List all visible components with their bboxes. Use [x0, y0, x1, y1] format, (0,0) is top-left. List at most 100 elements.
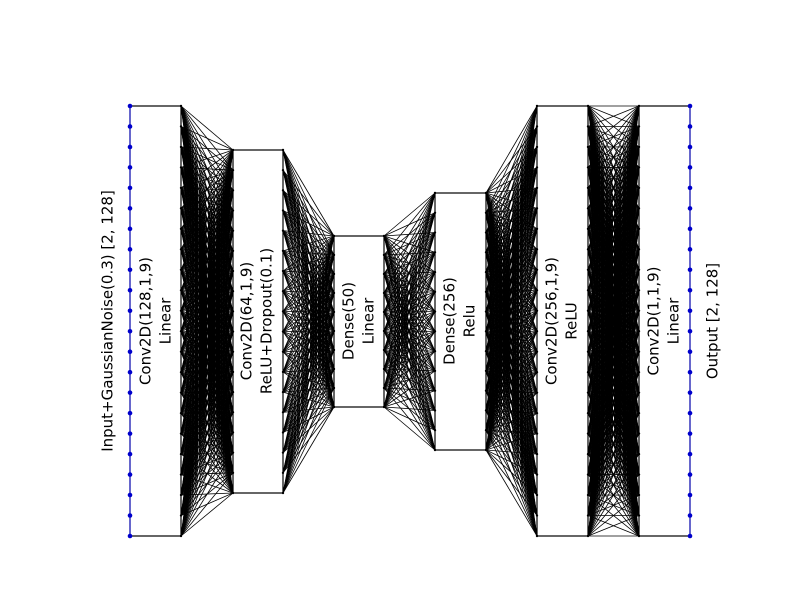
input-node: [127, 328, 133, 334]
input-node: [127, 349, 133, 355]
neuron-dot: [433, 389, 437, 392]
neuron-dot: [586, 473, 590, 476]
output-node: [687, 206, 693, 211]
connections-2-3: [282, 149, 335, 494]
neuron-dot: [231, 370, 235, 374]
neuron-dot: [484, 369, 488, 373]
neuron-dot: [231, 209, 235, 212]
output-node: [687, 369, 693, 375]
neuron-dot: [433, 409, 437, 412]
neuron-dot: [231, 330, 235, 333]
neuron-dot: [231, 451, 235, 454]
neuron-dot: [535, 125, 539, 128]
output-node: [687, 328, 693, 334]
neuron-dot: [637, 391, 641, 394]
input-node: [127, 247, 133, 252]
output-node: [687, 226, 693, 232]
neuron-dot: [231, 431, 235, 434]
output-node: [687, 492, 693, 498]
neuron-dot: [637, 289, 641, 292]
neuron-dot: [281, 148, 285, 152]
neuron-dot: [231, 471, 235, 475]
neuron-dot: [179, 145, 183, 149]
neuron-dot: [281, 431, 285, 434]
neuron-dot: [281, 390, 285, 394]
neuron-dot: [484, 251, 488, 254]
neuron-dot: [484, 211, 488, 214]
neuron-dot: [535, 227, 539, 231]
neuron-dot: [535, 493, 539, 497]
neuron-dot: [637, 248, 641, 251]
neuron-dot: [535, 370, 539, 374]
output-node: [687, 472, 693, 477]
neuron-dot: [535, 186, 539, 190]
layer-4-label-line2: Relu: [461, 305, 479, 338]
neuron-dot: [586, 104, 590, 108]
neuron-dot: [281, 491, 285, 495]
neuron-dot: [281, 471, 285, 475]
input-node: [127, 165, 133, 170]
neuron-dot: [382, 234, 386, 238]
neuron-dot: [382, 253, 386, 257]
input-node: [127, 103, 133, 109]
neuron-dot: [586, 125, 590, 128]
neuron-dot: [484, 191, 488, 195]
neuron-dot: [535, 432, 539, 435]
neuron-dot: [433, 310, 437, 313]
neuron-dot: [179, 534, 183, 538]
input-node: [127, 206, 133, 211]
neuron-dot: [179, 452, 183, 456]
layer-boxes: [129, 105, 691, 537]
neuron-dot: [535, 534, 539, 538]
neuron-dot: [231, 249, 235, 253]
neuron-dot: [382, 367, 386, 371]
layer-5-box: [536, 105, 589, 537]
neuron-dot: [586, 391, 590, 394]
input-node: [127, 369, 133, 375]
neuron-dot: [535, 104, 539, 108]
neuron-dot: [179, 330, 183, 333]
neuron-dot: [484, 231, 488, 234]
neuron-dot: [637, 166, 641, 169]
neuron-dot: [586, 493, 590, 497]
neuron-dot: [382, 291, 386, 295]
neuron-dot: [637, 186, 641, 190]
neuron-dot: [637, 370, 641, 374]
output-node: [687, 513, 693, 518]
neuron-dot: [535, 289, 539, 292]
neuron-dot: [281, 290, 285, 293]
output-node: [687, 165, 693, 170]
input-label: Input+GaussianNoise(0.3) [2, 128]: [99, 190, 117, 452]
input-node: [127, 124, 133, 129]
neuron-dot: [586, 207, 590, 210]
neuron-dot: [433, 330, 437, 333]
neuron-dot: [637, 268, 641, 272]
neuron-dot: [433, 448, 437, 452]
neuron-dot: [433, 211, 437, 214]
neuron-dot: [231, 310, 235, 313]
neuron-dot: [484, 409, 488, 412]
neuron-dot: [332, 234, 336, 238]
layer-3-label-line2: Linear: [360, 297, 378, 344]
neuron-dot: [535, 145, 539, 149]
neuron-dot: [179, 227, 183, 231]
neuron-dot: [179, 104, 183, 108]
output-node: [687, 431, 693, 436]
input-node: [127, 410, 133, 416]
input-node: [127, 451, 133, 457]
output-node: [687, 185, 693, 191]
neuron-dot: [637, 411, 641, 415]
output-nodes: [687, 103, 693, 539]
neuron-dot: [586, 452, 590, 456]
neuron-dot: [433, 290, 437, 294]
output-node: [687, 247, 693, 252]
neuron-dot: [281, 168, 285, 172]
neuron-dot: [484, 429, 488, 432]
neuron-dot: [535, 411, 539, 415]
neuron-dot: [179, 248, 183, 251]
neuron-dot: [281, 370, 285, 374]
neuron-dot: [332, 291, 336, 295]
neuron-dot: [179, 350, 183, 353]
neuron-dot: [637, 309, 641, 312]
neuron-dot: [484, 270, 488, 274]
